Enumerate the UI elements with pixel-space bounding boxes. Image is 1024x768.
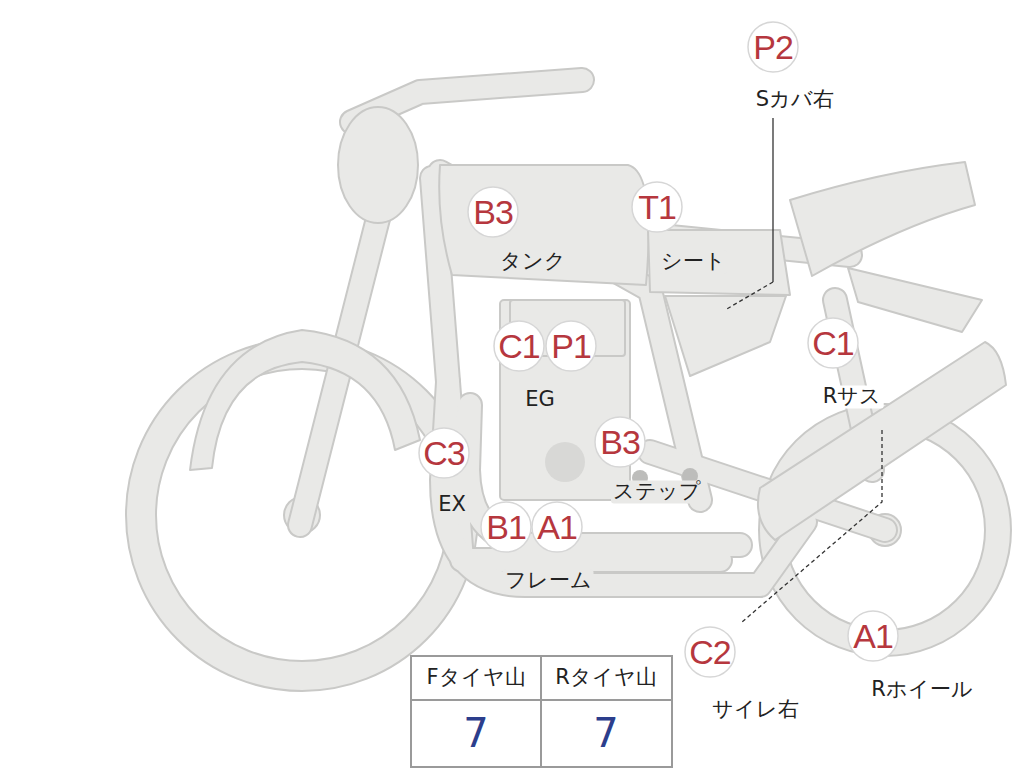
- callout-circle: P2: [747, 21, 799, 73]
- callout-number: B1: [480, 501, 532, 553]
- callout-number: A1: [531, 501, 583, 553]
- callout-number: C3: [418, 427, 470, 479]
- leader-lines: [725, 118, 882, 622]
- callout-circle: C3: [418, 427, 470, 479]
- callout-circle: C2: [684, 626, 736, 678]
- part-name: ステップ: [611, 480, 703, 503]
- part-name: サイレ右: [710, 698, 801, 721]
- fuel-tank: [439, 165, 648, 285]
- callout-circle-shape: [419, 428, 469, 478]
- table-value: 7: [591, 711, 620, 755]
- callout-circle-shape: [468, 187, 518, 237]
- table-value: 7: [461, 711, 490, 755]
- callout-circle-shape: [685, 627, 735, 677]
- front-fender: [190, 330, 420, 470]
- callout-circle-shape: [494, 321, 544, 371]
- part-name: タンク: [498, 250, 568, 273]
- callout-circle-shape: [748, 22, 798, 72]
- callout-circle: A1: [531, 501, 583, 553]
- tail-cowl: [790, 162, 975, 276]
- callout-circle: P1: [545, 320, 597, 372]
- callout-circle-shape: [532, 502, 582, 552]
- callout-number: C1: [807, 317, 859, 369]
- callout-number: B3: [467, 186, 519, 238]
- callout-circle-shape: [808, 318, 858, 368]
- part-name: EG: [523, 388, 557, 411]
- callout-circle: B3: [467, 186, 519, 238]
- rear-fender: [848, 268, 982, 332]
- part-name: Rホイール: [869, 678, 975, 701]
- seat: [648, 230, 790, 295]
- callout-number: T1: [631, 181, 683, 233]
- callout-number: C2: [684, 626, 736, 678]
- headlight: [338, 107, 418, 223]
- callout-circle: B3: [594, 416, 646, 468]
- part-name: シート: [659, 250, 728, 273]
- callout-number: C1: [493, 320, 545, 372]
- part-name: フレーム: [503, 569, 594, 592]
- callout-number: A1: [847, 610, 899, 662]
- table-header: Rタイヤ山: [553, 666, 659, 689]
- callout-circle-shape: [632, 182, 682, 232]
- part-name: Rサス: [821, 385, 884, 408]
- callout-circle: B1: [480, 501, 532, 553]
- callout-circle-shape: [481, 502, 531, 552]
- callout-circle-shape: [848, 611, 898, 661]
- table-header: Fタイヤ山: [424, 666, 527, 689]
- callout-circle: C1: [493, 320, 545, 372]
- engine-cover: [545, 442, 585, 482]
- callout-circle: C1: [807, 317, 859, 369]
- callout-number: B3: [594, 416, 646, 468]
- callout-circle-shape: [595, 417, 645, 467]
- callout-number: P1: [545, 320, 597, 372]
- callout-number: P2: [747, 21, 799, 73]
- callout-circle: A1: [847, 610, 899, 662]
- part-name: Sカバ右: [754, 88, 836, 111]
- part-name: EX: [436, 493, 468, 516]
- side-cover: [665, 296, 786, 376]
- callout-circle-shape: [546, 321, 596, 371]
- tire-table: [411, 656, 672, 767]
- callout-circle: T1: [631, 181, 683, 233]
